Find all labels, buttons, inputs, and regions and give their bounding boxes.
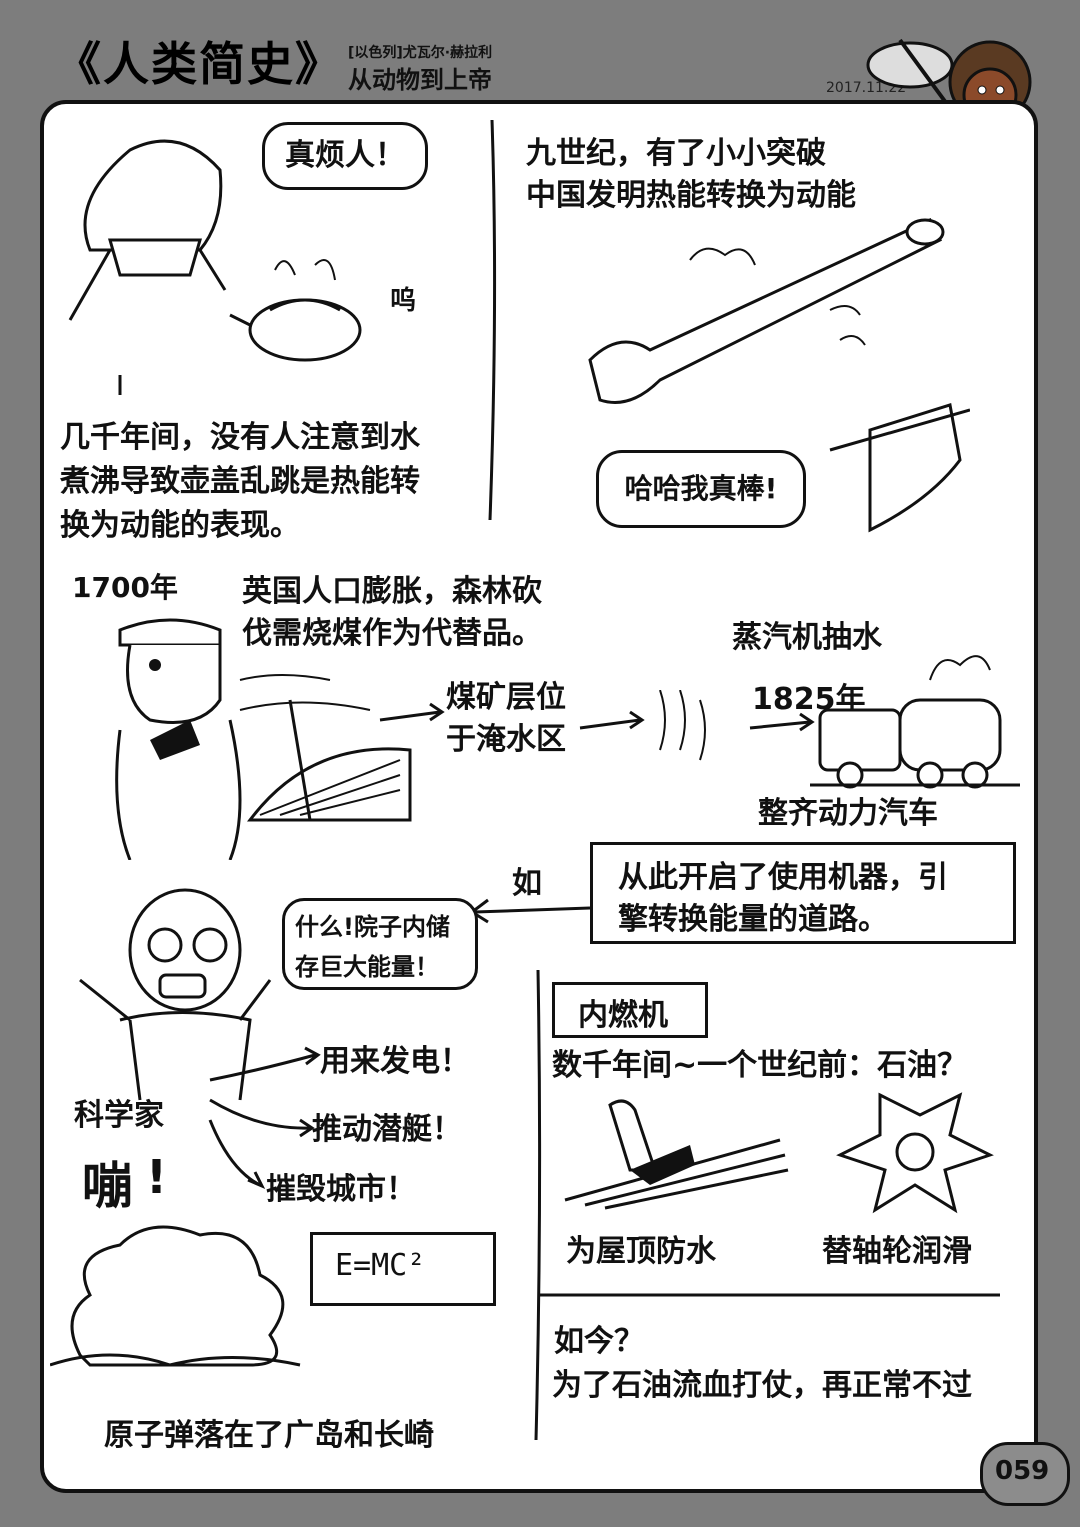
caption-china-invention: 中国发明热能转换为动能 bbox=[526, 178, 856, 213]
caption-ninth-century: 九世纪，有了小小突破 bbox=[526, 136, 826, 171]
label-ru: 如 bbox=[512, 866, 542, 901]
train-label: 整齐动力汽车 bbox=[758, 796, 938, 831]
year-1700: 1700年 bbox=[72, 571, 178, 604]
scientist-speech-1: 什么!院子内储 bbox=[295, 913, 450, 941]
bearded-man-icon bbox=[68, 139, 362, 395]
oil-uses-icon bbox=[564, 1092, 994, 1214]
steam-pump-label: 蒸汽机抽水 bbox=[732, 620, 882, 655]
caption-line-2: 煮沸导致壶盖乱跳是热能转 bbox=[60, 464, 420, 499]
use-roof-waterproof: 为屋顶防水 bbox=[566, 1234, 716, 1269]
scientist-icon bbox=[79, 888, 272, 1101]
mushroom-cloud-icon bbox=[50, 1225, 301, 1367]
caption-atomic-bomb: 原子弹落在了广岛和长崎 bbox=[104, 1418, 434, 1453]
boom-exclaim-icon: ! bbox=[146, 1150, 167, 1204]
speech-bubble-annoyed: 真烦人！ bbox=[262, 122, 428, 190]
book-title: 《人类简史》 bbox=[55, 37, 343, 91]
caption-england-2: 伐需烧煤作为代替品。 bbox=[242, 616, 542, 651]
page-number: 059 bbox=[995, 1456, 1050, 1486]
scientist-label: 科学家 bbox=[74, 1098, 164, 1133]
arrow-left-icon bbox=[469, 898, 591, 924]
kettle-sound: 呜 bbox=[390, 286, 417, 316]
banner-line-1: 从此开启了使用机器，引 bbox=[618, 860, 948, 895]
caption-england-1: 英国人口膨胀，森林砍 bbox=[242, 574, 542, 609]
scientist-speech-2: 存巨大能量！ bbox=[295, 953, 439, 981]
use-submarine: 推动潜艇！ bbox=[312, 1112, 462, 1147]
book-author: [以色列]尤瓦尔·赫拉利 bbox=[348, 45, 493, 61]
emc2-formula: E=MC² bbox=[335, 1248, 426, 1283]
miner-with-coal-icon bbox=[115, 618, 412, 860]
coal-location-2: 于淹水区 bbox=[446, 722, 566, 757]
caption-line-1: 几千年间，没有人注意到水 bbox=[60, 420, 420, 455]
book-subtitle: 从动物到上帝 bbox=[348, 66, 492, 94]
steam-locomotive-icon bbox=[810, 655, 1020, 789]
banner-box bbox=[590, 842, 1016, 944]
use-axle-lubricate: 替轴轮润滑 bbox=[822, 1234, 972, 1269]
banner-line-2: 擎转换能量的道路。 bbox=[618, 902, 888, 937]
tag-combustion: 内燃机 bbox=[578, 998, 668, 1033]
panel-dividers bbox=[488, 119, 1000, 1441]
boom-sound: 嘣 bbox=[82, 1157, 132, 1215]
speech-bubble-scientist: 什么!院子内储 存巨大能量！ bbox=[282, 898, 478, 990]
coal-location-1: 煤矿层位 bbox=[446, 680, 566, 715]
formula-box bbox=[310, 1232, 496, 1306]
use-destroy-cities: 摧毁城市！ bbox=[266, 1172, 416, 1207]
branching-arrows-icon bbox=[208, 1046, 321, 1189]
nowadays-answer: 为了石油流血打仗，再正常不过 bbox=[552, 1368, 972, 1403]
caption-line-3: 换为动能的表现。 bbox=[60, 508, 300, 543]
oil-history-line: 数千年间~一个世纪前：石油？ bbox=[552, 1048, 968, 1083]
use-electricity: 用来发电！ bbox=[320, 1044, 470, 1079]
tag-box bbox=[552, 982, 708, 1038]
speech-bubble-proud: 哈哈我真棒! bbox=[596, 450, 806, 528]
steam-cannon-icon bbox=[588, 218, 970, 533]
page-number-badge bbox=[980, 1442, 1070, 1506]
nowadays-question: 如今？ bbox=[554, 1324, 644, 1359]
flow-arrows-icon bbox=[379, 690, 815, 761]
